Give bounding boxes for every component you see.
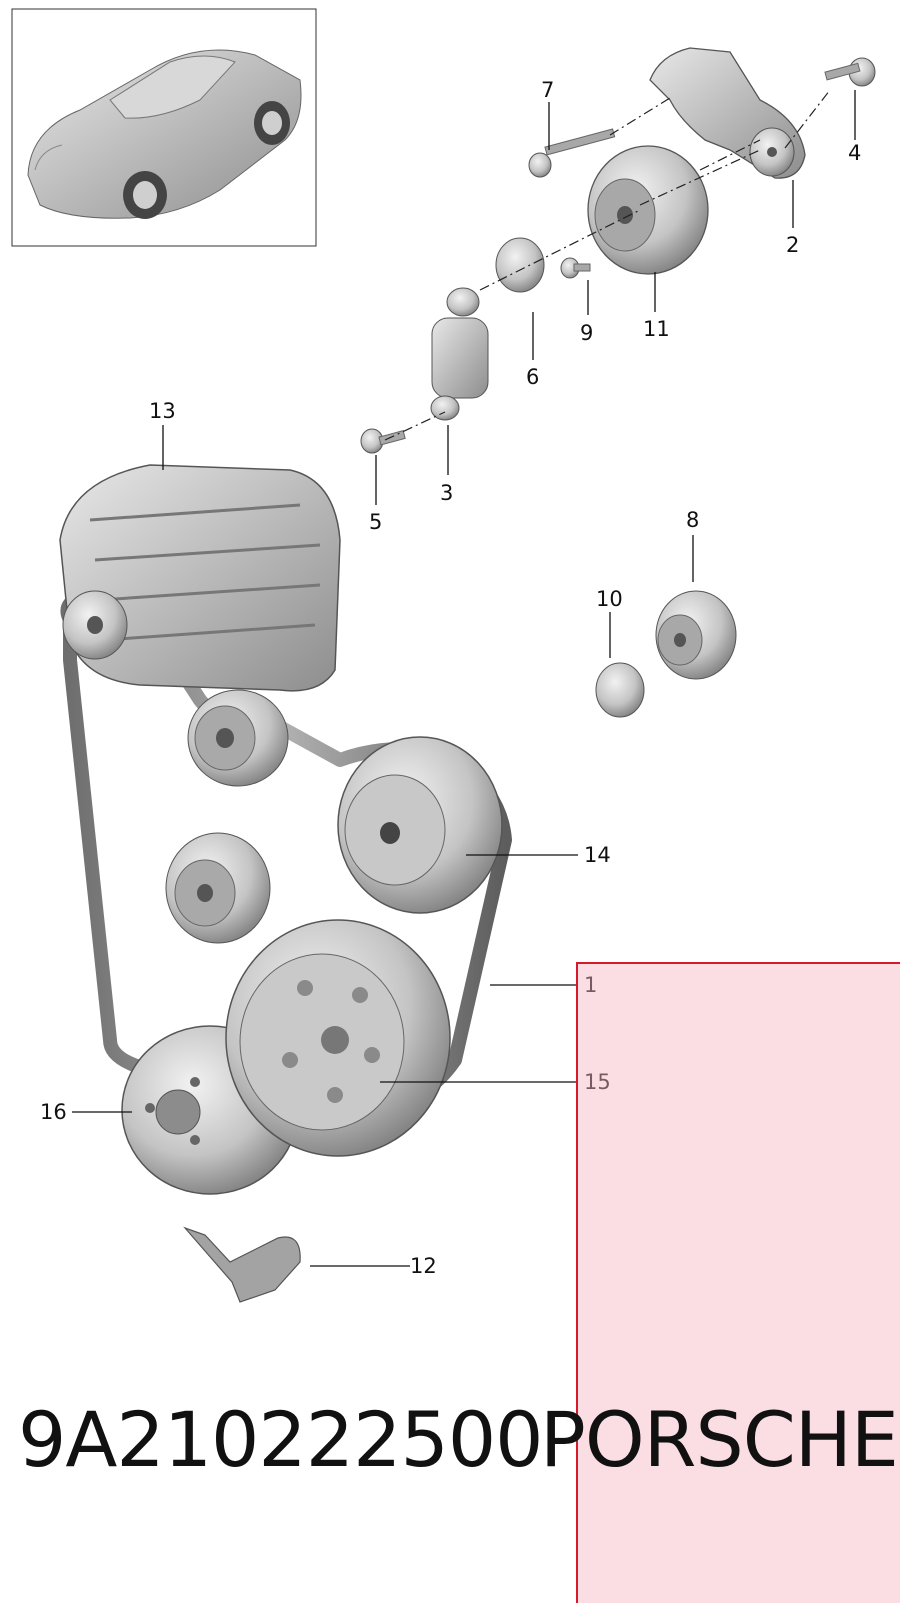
callout-3: 3 (440, 481, 453, 505)
callout-1: 1 (584, 973, 597, 997)
callout-12: 12 (410, 1254, 437, 1278)
tensioner-bracket (649, 47, 806, 179)
bolt-9 (560, 257, 591, 279)
callout-15: 15 (584, 1070, 611, 1094)
callouts: 7 4 2 11 9 6 3 5 13 8 10 14 1 15 16 12 (40, 78, 861, 1278)
callout-4: 4 (848, 141, 861, 165)
dust-cap-lower (595, 662, 645, 718)
heat-shield-bracket (183, 1226, 301, 1303)
callout-8: 8 (686, 508, 699, 532)
callout-11: 11 (643, 317, 670, 341)
callout-14: 14 (584, 843, 611, 867)
highlight-overlay (576, 962, 900, 1603)
tensioner-damper (430, 287, 489, 421)
idler-pulley-upper (187, 689, 289, 787)
bolt-5 (360, 428, 406, 454)
assembly-axes (384, 89, 831, 441)
tensioner-pulley (587, 145, 709, 275)
compressor-pulley (337, 736, 503, 914)
idler-pulley-lower (165, 832, 271, 944)
idler-pulley-8 (655, 590, 737, 680)
callout-10: 10 (596, 587, 623, 611)
callout-9: 9 (580, 321, 593, 345)
part-number: 9A210222500 (18, 1395, 544, 1484)
brand-name: PORSCHE (540, 1395, 899, 1484)
callout-2: 2 (786, 233, 799, 257)
dust-cap-upper (495, 237, 545, 293)
callout-13: 13 (149, 399, 176, 423)
crankshaft-pulley (225, 919, 451, 1157)
car-overview-icon (11, 8, 317, 247)
bolt-4 (824, 57, 876, 87)
callout-5: 5 (369, 510, 382, 534)
callout-6: 6 (526, 365, 539, 389)
callout-7: 7 (541, 78, 554, 102)
callout-16: 16 (40, 1100, 67, 1124)
leader-lines (72, 90, 856, 1267)
alternator (59, 464, 341, 692)
